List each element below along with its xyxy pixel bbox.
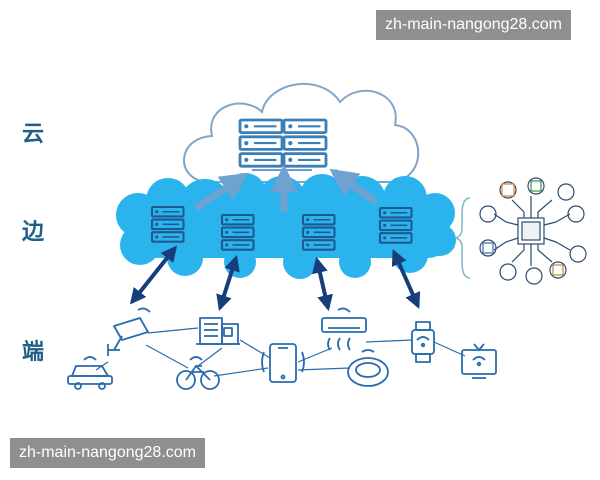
air-conditioner-icon: [321, 307, 367, 351]
bidirectional-arrow: [130, 245, 177, 305]
smart-building-icon: [196, 317, 240, 345]
robot-vacuum-icon: [347, 349, 389, 387]
edge-server-icon: [301, 213, 336, 251]
tier-label-device: 端: [22, 340, 45, 365]
device-network-lines: [95, 327, 466, 377]
tier-label-cloud: 云: [22, 122, 45, 147]
bidirectional-arrow: [391, 249, 421, 309]
cloud-server-icon: [238, 118, 284, 168]
tier-label-edge: 边: [22, 220, 45, 245]
car-icon: [67, 356, 113, 390]
uplink-arrows: [194, 164, 379, 212]
edge-device-arrows: [130, 245, 421, 312]
bicycle-icon: [176, 356, 220, 390]
edge-ai-chip-icon: [479, 177, 587, 285]
bidirectional-arrow: [312, 256, 333, 312]
edge-server-icon: [150, 205, 185, 243]
watermark-top: zh-main-nangong28.com: [376, 10, 571, 40]
uplink-arrow: [329, 168, 379, 205]
smartwatch-icon: [411, 321, 435, 363]
bidirectional-arrow: [216, 254, 240, 312]
bracket-brace: [453, 197, 471, 279]
device-tier: [67, 307, 497, 390]
cloud-server-icon: [282, 118, 328, 168]
smart-tv-icon: [461, 343, 497, 379]
smartphone-icon: [261, 343, 305, 383]
uplink-arrow: [194, 172, 249, 211]
edge-server-icon: [220, 213, 255, 251]
edge-server-icon: [378, 206, 413, 244]
cloud-tier: [183, 83, 420, 183]
cctv-camera-icon: [107, 307, 151, 356]
watermark-bottom: zh-main-nangong28.com: [10, 438, 205, 468]
